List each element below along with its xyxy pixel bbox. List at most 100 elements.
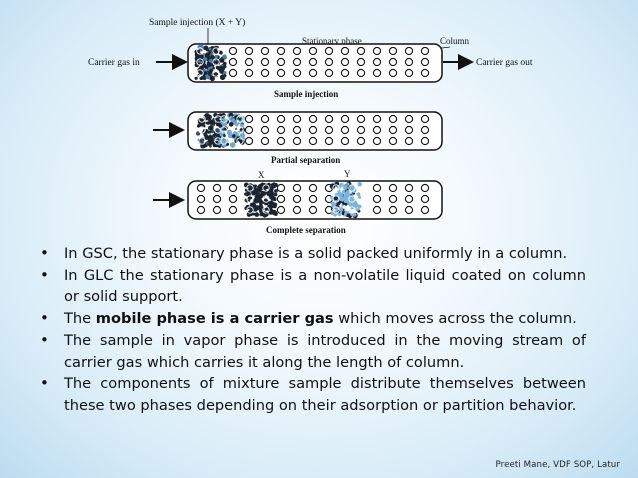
particle	[347, 199, 351, 204]
particle	[196, 58, 204, 66]
particle	[231, 118, 235, 122]
particle	[342, 185, 348, 190]
particle	[404, 136, 414, 146]
particle	[308, 57, 318, 67]
particle	[246, 191, 251, 196]
particle	[276, 194, 286, 204]
bullet-item: In GSC, the stationary phase is a solid …	[38, 243, 586, 265]
particle	[228, 68, 238, 78]
particle	[420, 68, 430, 78]
particle	[276, 46, 286, 56]
particle	[208, 120, 212, 125]
particle	[212, 142, 217, 148]
particle	[292, 183, 302, 193]
particle	[292, 57, 302, 67]
particle	[254, 212, 260, 217]
particle	[257, 187, 262, 193]
particle	[203, 71, 208, 76]
particle	[206, 62, 212, 68]
particle	[420, 46, 430, 56]
particle	[228, 122, 234, 127]
particle	[262, 213, 267, 218]
particle	[210, 75, 214, 79]
particle	[203, 77, 206, 81]
particle	[340, 114, 350, 124]
particle	[324, 68, 334, 78]
particle	[251, 192, 255, 196]
particle	[244, 114, 254, 124]
particle	[194, 62, 200, 68]
particle	[260, 192, 266, 198]
particle	[212, 69, 220, 77]
separated-band-y	[329, 181, 363, 219]
particle	[276, 205, 286, 215]
particle	[229, 142, 236, 148]
particle	[356, 68, 366, 78]
particle	[255, 190, 260, 196]
particle	[246, 195, 254, 203]
bullet-item: The components of mixture sample distrib…	[38, 373, 586, 416]
column-label: Column	[440, 36, 470, 46]
particle	[357, 182, 363, 187]
particle	[404, 57, 414, 67]
particle	[204, 113, 210, 119]
particle	[266, 182, 271, 187]
bullet-list: In GSC, the stationary phase is a solid …	[38, 243, 586, 417]
particle	[292, 205, 302, 215]
particle	[212, 194, 222, 204]
particle	[276, 136, 286, 146]
particle	[356, 136, 366, 146]
caption-complete-separation: Complete separation	[266, 225, 346, 235]
particle	[260, 68, 270, 78]
particle	[348, 195, 356, 203]
particle	[308, 194, 318, 204]
particle	[208, 143, 212, 146]
particle	[372, 183, 382, 193]
particle	[212, 66, 215, 70]
particle	[199, 70, 204, 75]
bullet-item: The mobile phase is a carrier gas which …	[38, 308, 586, 330]
particle	[274, 189, 278, 193]
bullet-item: The sample in vapor phase is introduced …	[38, 330, 586, 373]
particle	[308, 205, 318, 215]
particle	[420, 114, 430, 124]
particle	[262, 184, 270, 192]
particle	[346, 182, 350, 186]
particle	[223, 134, 226, 138]
particle	[388, 57, 398, 67]
particle	[404, 46, 414, 56]
particle	[272, 204, 277, 209]
sample-band-xy	[194, 44, 227, 82]
particle	[236, 126, 244, 134]
particle	[388, 114, 398, 124]
particle	[332, 206, 340, 214]
particle	[324, 57, 334, 67]
particle	[198, 137, 206, 145]
particle	[271, 209, 278, 216]
particle	[340, 68, 350, 78]
particle	[207, 130, 211, 134]
particle	[228, 183, 238, 193]
particle	[388, 183, 398, 193]
particle	[356, 192, 360, 196]
particle	[404, 68, 414, 78]
particle	[259, 203, 263, 208]
particle	[340, 136, 350, 146]
particle	[372, 136, 382, 146]
particle	[292, 194, 302, 204]
particle	[205, 48, 209, 52]
particle	[219, 132, 224, 137]
particle	[222, 119, 226, 122]
particle	[259, 209, 263, 214]
particle	[196, 183, 206, 193]
caption-partial-separation: Partial separation	[271, 155, 340, 165]
particle	[420, 205, 430, 215]
particle	[204, 52, 211, 58]
particle	[258, 198, 263, 204]
particle	[228, 46, 238, 56]
bullet-item: In GLC the stationary phase is a non-vol…	[38, 265, 586, 308]
particle	[232, 134, 236, 138]
particle	[213, 136, 218, 140]
stationary-phase-particles-1	[228, 46, 430, 78]
particle	[260, 125, 270, 135]
